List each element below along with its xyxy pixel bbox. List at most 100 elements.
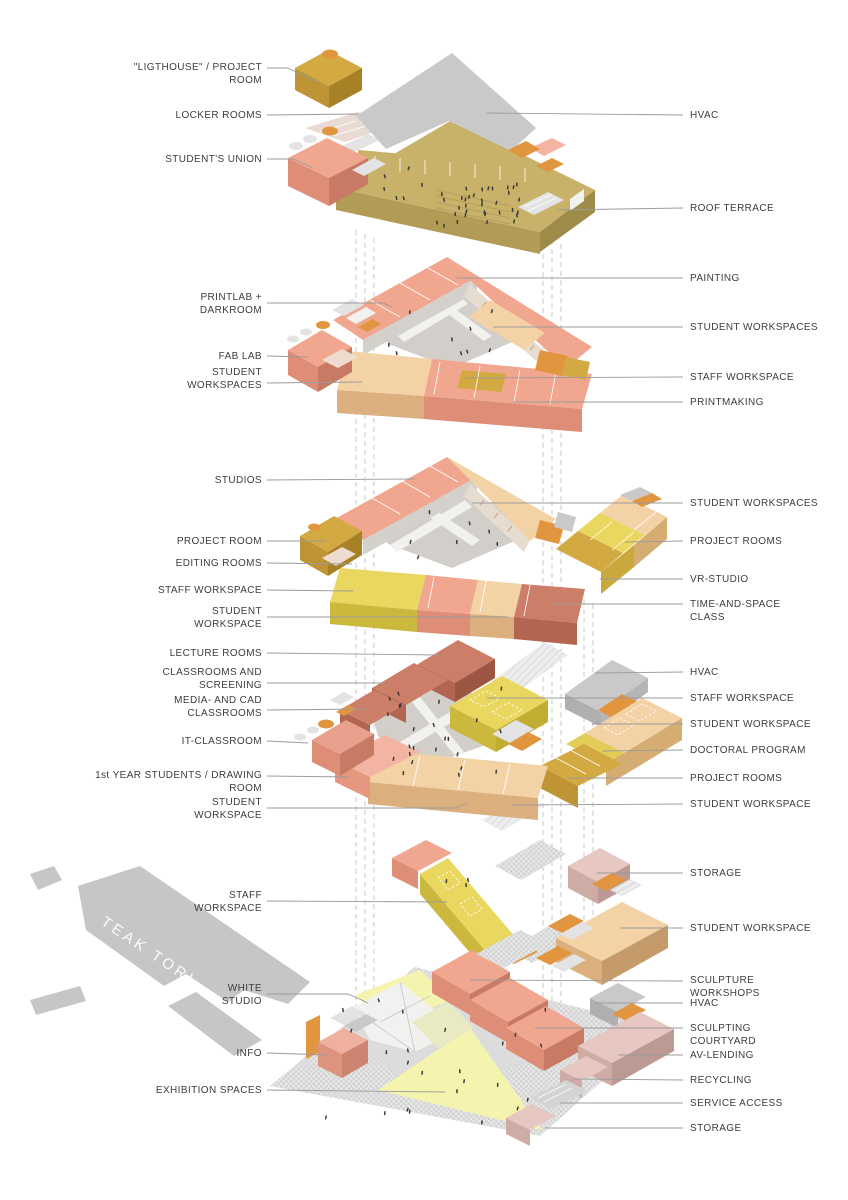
label-text: MEDIA- AND CAD CLASSROOMS: [174, 695, 262, 719]
label-locker-rooms: LOCKER ROOMS: [176, 109, 262, 122]
label-project-rooms: PROJECT ROOMS: [690, 772, 782, 785]
leader-line-locker-rooms: [266, 113, 359, 116]
label-av-lending: AV-LENDING: [690, 1049, 754, 1062]
leader-line-staff-workspace: [465, 376, 684, 379]
label-text: RECYCLING: [690, 1075, 752, 1086]
leader-line-student-s-union: [267, 158, 314, 169]
label-time-and-space-class: TIME-AND-SPACE CLASS: [690, 598, 780, 624]
leader-line-staff-workspace: [266, 589, 354, 592]
label-staff-workspace: STAFF WORKSPACE: [690, 692, 794, 705]
label-hvac: HVAC: [690, 997, 719, 1010]
label-text: SERVICE ACCESS: [690, 1098, 783, 1109]
level-roof: [288, 49, 595, 254]
label-project-room: PROJECT ROOM: [177, 535, 262, 548]
label-text: STUDENT WORKSPACES: [690, 322, 818, 333]
label-text: VR-STUDIO: [690, 574, 749, 585]
label-hvac: HVAC: [690, 666, 719, 679]
level-ground: TEAK TORI: [30, 866, 674, 1146]
leader-line-doctoral-program: [602, 749, 684, 752]
label-1st-year-students-drawing-room: 1st YEAR STUDENTS / DRAWING ROOM: [95, 769, 262, 795]
label-text: SCULPTING COURTYARD: [690, 1023, 757, 1047]
leader-line-white-studio: [267, 993, 369, 1004]
label-printlab-darkroom: PRINTLAB + DARKROOM: [200, 291, 262, 317]
label-text: CLASSROOMS AND SCREENING: [162, 667, 262, 691]
label-text: STUDENT WORKSPACE: [194, 797, 262, 821]
level-mezzanine: [392, 840, 668, 985]
label-service-access: SERVICE ACCESS: [690, 1097, 783, 1110]
leader-line-roof-terrace: [556, 207, 684, 211]
label-text: SCULPTURE WORKSHOPS: [690, 975, 760, 999]
label-roof-terrace: ROOF TERRACE: [690, 202, 774, 215]
label-it-classroom: IT-CLASSROOM: [182, 735, 262, 748]
level-floor-4: [287, 257, 592, 432]
leader-line-printlab-darkroom: [267, 302, 393, 308]
label-text: PRINTLAB + DARKROOM: [199, 292, 262, 316]
label-text: 1st YEAR STUDENTS / DRAWING ROOM: [95, 770, 262, 794]
label-text: STAFF WORKSPACE: [158, 585, 262, 596]
label-text: STUDENT'S UNION: [165, 154, 262, 165]
label-text: PROJECT ROOMS: [690, 536, 783, 547]
leader-line-student-workspace: [512, 803, 684, 806]
label-text: AV-LENDING: [690, 1050, 754, 1061]
leader-line-hvac: [486, 112, 684, 116]
label-text: HVAC: [690, 667, 719, 678]
label-info: INFO: [237, 1047, 263, 1060]
label-staff-workspace: STAFF WORKSPACE: [158, 584, 262, 597]
label-text: EXHIBITION SPACES: [155, 1085, 262, 1096]
label-student-workspace: STUDENT WORKSPACE: [690, 798, 811, 811]
label-student-workspace: STUDENT WORKSPACE: [690, 922, 811, 935]
label-text: LOCKER ROOMS: [175, 110, 262, 121]
leader-line-it-classroom: [266, 740, 309, 744]
label-storage: STORAGE: [690, 867, 742, 880]
label-text: STUDENT WORKSPACE: [690, 799, 811, 810]
label-student-workspace: STUDENT WORKSPACE: [194, 796, 262, 822]
label-editing-rooms: EDITING ROOMS: [176, 557, 262, 570]
label-text: STUDENT WORKSPACES: [690, 498, 818, 509]
leader-lines: [266, 67, 684, 1129]
label-text: PROJECT ROOM: [176, 536, 262, 547]
label-project-rooms: PROJECT ROOMS: [690, 535, 782, 548]
label-text: STAFF WORKSPACE: [690, 693, 794, 704]
leader-line-hvac: [594, 671, 684, 674]
leader-line-sculpture-workshops: [469, 979, 684, 982]
label-text: FAB LAB: [218, 351, 262, 362]
leader-line-project-rooms: [624, 540, 684, 543]
leader-line-lecture-rooms: [266, 652, 441, 656]
label-text: "LIGTHOUSE" / PROJECT ROOM: [133, 62, 262, 86]
label-student-workspaces: STUDENT WORKSPACES: [187, 366, 262, 392]
label-text: DOCTORAL PROGRAM: [690, 745, 806, 756]
label-staff-workspace: STAFF WORKSPACE: [690, 371, 794, 384]
terrace-window: [570, 189, 584, 211]
leader-line-studios: [266, 478, 416, 481]
leader-line-staff-workspace: [266, 900, 448, 903]
label-text: STUDENT WORKSPACE: [690, 923, 811, 934]
label-doctoral-program: DOCTORAL PROGRAM: [690, 744, 806, 757]
rooftop-vent-icon: [322, 49, 338, 59]
leader-line-1st-year-students-drawing-room: [266, 775, 351, 778]
people-figures: [324, 166, 547, 1125]
label-text: IT-CLASSROOM: [181, 736, 262, 747]
label-text: STUDENT WORKSPACE: [690, 719, 811, 730]
rooftop-vent-icon: [308, 523, 320, 531]
level-floor-2: [294, 640, 682, 831]
label-text: STORAGE: [690, 1123, 742, 1134]
label-classrooms-and-screening: CLASSROOMS AND SCREENING: [162, 666, 262, 692]
label-student-s-union: STUDENT'S UNION: [165, 153, 262, 166]
label-vr-studio: VR-STUDIO: [690, 573, 749, 586]
label-student-workspace: STUDENT WORKSPACE: [194, 605, 262, 631]
label-lecture-rooms: LECTURE ROOMS: [170, 647, 262, 660]
label-text: STUDENT WORKSPACES: [187, 367, 262, 391]
label-exhibition-spaces: EXHIBITION SPACES: [156, 1084, 262, 1097]
label-text: INFO: [236, 1048, 262, 1059]
label-text: LECTURE ROOMS: [169, 648, 262, 659]
label-text: PAINTING: [690, 273, 740, 284]
label-text: STUDENT WORKSPACE: [194, 606, 262, 630]
label-text: HVAC: [690, 998, 719, 1009]
label-text: TIME-AND-SPACE CLASS: [690, 599, 781, 623]
label-fab-lab: FAB LAB: [219, 350, 262, 363]
label-ligthouse-project-room: "LIGTHOUSE" / PROJECT ROOM: [134, 61, 262, 87]
label-sculpting-courtyard: SCULPTING COURTYARD: [690, 1022, 756, 1048]
leader-line-recycling: [572, 1078, 684, 1081]
